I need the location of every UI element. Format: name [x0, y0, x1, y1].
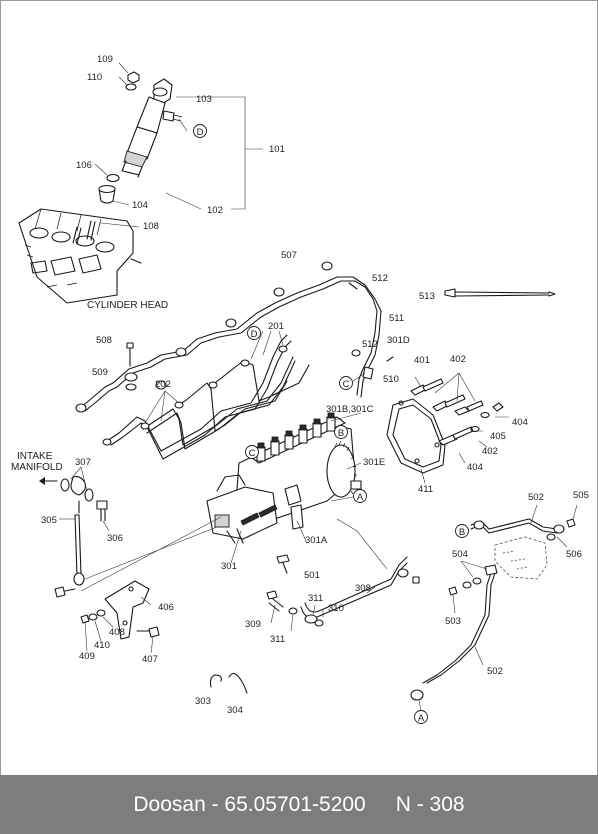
diagram-frame: D D C C B B A A: [0, 0, 598, 776]
ref-a-pump: A: [330, 489, 367, 503]
label-404-bottom: 404: [467, 462, 483, 473]
label-501: 501: [304, 570, 320, 581]
fuel-injection-exploded-diagram: D D C C B B A A: [11, 54, 589, 724]
label-308: 308: [355, 583, 371, 594]
label-110: 110: [87, 72, 102, 83]
label-103: 103: [196, 94, 212, 105]
return-line-507: [75, 261, 394, 413]
label-512-mid: 512: [362, 339, 378, 350]
timing-gasket-411: [386, 372, 509, 484]
ref-d-injector: D: [193, 124, 207, 138]
pipe-308: [266, 518, 420, 632]
label-202: 202: [155, 379, 171, 390]
ref-b-pump: B: [334, 425, 348, 439]
label-201: 201: [268, 321, 284, 332]
label-manifold: MANIFOLD: [11, 462, 63, 473]
ref-d-pipes: D: [247, 326, 261, 340]
label-104: 104: [132, 200, 148, 211]
clips-303-304: [209, 672, 248, 694]
footer-page-number: N - 308: [395, 792, 465, 816]
cylinder-head: [18, 208, 142, 304]
label-301bc: 301B,301C: [326, 404, 374, 415]
footer-part-number: Doosan - 65.05701-5200: [133, 792, 366, 816]
label-311-bottom: 311: [270, 634, 285, 645]
injector-assembly: [94, 62, 263, 228]
label-109: 109: [97, 54, 113, 65]
label-508: 508: [96, 335, 112, 346]
label-311-top: 311: [308, 593, 323, 604]
label-511: 511: [389, 313, 404, 324]
footer-bar: Doosan - 65.05701-5200 N - 308: [0, 775, 598, 834]
svg-text:D: D: [197, 127, 204, 138]
injection-pipes: [102, 330, 310, 460]
ref-b-line: B: [455, 524, 469, 538]
label-102: 102: [207, 205, 223, 216]
label-409: 409: [79, 651, 95, 662]
fuel-line-502: [410, 504, 578, 701]
label-301d: 301D: [387, 335, 410, 346]
label-407: 407: [142, 654, 158, 665]
label-101: 101: [269, 144, 285, 155]
label-503: 503: [445, 616, 461, 627]
label-405: 405: [490, 431, 506, 442]
label-301a: 301A: [305, 535, 328, 546]
label-305: 305: [41, 515, 57, 526]
label-502-top: 502: [528, 492, 544, 503]
label-408: 408: [109, 627, 125, 638]
ref-c-return: C: [339, 372, 366, 390]
label-106: 106: [76, 160, 92, 171]
label-404-right: 404: [512, 417, 528, 428]
svg-text:A: A: [357, 492, 364, 503]
label-402-top: 402: [450, 354, 466, 365]
label-410: 410: [94, 640, 110, 651]
label-504: 504: [452, 549, 468, 560]
intake-pipe-305: [39, 466, 222, 598]
label-108: 108: [143, 221, 159, 232]
ref-a-line: A: [414, 700, 428, 724]
ref-c-pump: C: [245, 445, 259, 459]
label-303: 303: [195, 696, 211, 707]
label-401: 401: [414, 355, 430, 366]
bracket-406: [80, 580, 160, 654]
label-cylinder-head: CYLINDER HEAD: [87, 300, 168, 311]
label-301e: 301E: [363, 457, 385, 468]
label-510: 510: [383, 374, 399, 385]
reference-markers: D D C C B B A A: [193, 124, 469, 724]
label-509: 509: [92, 367, 108, 378]
label-304: 304: [227, 705, 243, 716]
label-301: 301: [221, 561, 237, 572]
label-502-bottom: 502: [487, 666, 503, 677]
svg-text:B: B: [338, 428, 344, 439]
label-402-bottom: 402: [482, 446, 498, 457]
label-310: 310: [328, 603, 344, 614]
label-306: 306: [107, 533, 123, 544]
cable-tie-513: [444, 288, 556, 298]
label-512-top: 512: [372, 273, 388, 284]
label-505: 505: [573, 490, 589, 501]
label-507: 507: [281, 250, 297, 261]
part-labels: 109 110 103 101 106 104 102 108 CYLINDER…: [11, 54, 589, 716]
svg-text:A: A: [418, 713, 425, 724]
label-intake: INTAKE: [17, 451, 53, 462]
svg-text:C: C: [343, 379, 350, 390]
injection-pump: [206, 412, 362, 574]
svg-text:B: B: [459, 527, 465, 538]
label-513: 513: [419, 291, 435, 302]
label-506: 506: [566, 549, 582, 560]
label-411: 411: [418, 484, 433, 495]
label-307: 307: [75, 457, 91, 468]
svg-text:C: C: [249, 448, 256, 459]
label-406: 406: [158, 602, 174, 613]
svg-text:D: D: [251, 329, 258, 340]
label-309: 309: [245, 619, 261, 630]
